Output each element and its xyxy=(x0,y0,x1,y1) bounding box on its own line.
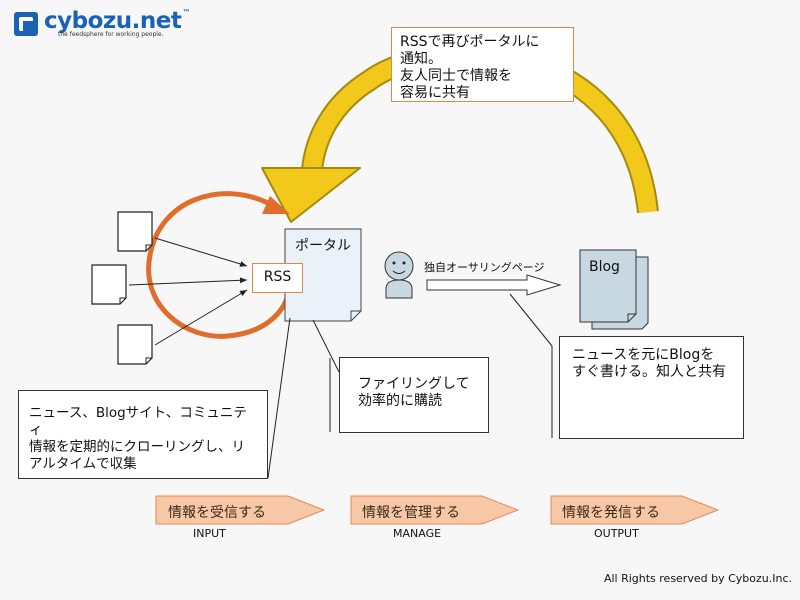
person-icon xyxy=(384,251,414,299)
callout-blog-write: ニュースを元にBlogを すぐ書ける。知人と共有 xyxy=(559,336,744,439)
own-page-label: 独自オーサリングページ xyxy=(424,261,545,274)
callout-line: ファイリングして xyxy=(358,376,470,392)
logo-tagline: the feedsphere for working people. xyxy=(58,31,164,38)
logo-wordmark: cybozu.net™ xyxy=(44,8,190,34)
callout-collect: ニュース、Blogサイト、コミュニティ 情報を定期的にクローリングし、リ アルタ… xyxy=(18,390,268,479)
source-document-2 xyxy=(91,264,127,305)
orange-cycle-arrow xyxy=(146,191,293,339)
callout-line: アルタイムで収集 xyxy=(29,456,137,472)
callout-line: 情報を定期的にクローリングし、リ xyxy=(29,439,245,455)
stage-sub-output: OUTPUT xyxy=(594,527,639,540)
callout-line: RSSで再びポータルに xyxy=(400,34,540,50)
callout-line: 効率的に購読 xyxy=(358,393,442,409)
rss-node: RSS xyxy=(252,263,303,293)
callout-line: すぐ書ける。知人と共有 xyxy=(572,364,726,380)
callout-line: ニュース、Blogサイト、コミュニティ xyxy=(29,405,247,438)
callout-filing: ファイリングして 効率的に購読 xyxy=(339,357,489,433)
callout-line: 通知。 xyxy=(400,51,442,67)
logo-trademark: ™ xyxy=(182,8,190,17)
source-document-1 xyxy=(117,211,153,252)
stage-arrow-input xyxy=(155,495,326,525)
stage-arrow-manage xyxy=(350,495,520,525)
stage-label-manage: 情報を管理する xyxy=(362,505,460,521)
stage-sub-input: INPUT xyxy=(193,527,226,540)
stage-label-input: 情報を受信する xyxy=(168,505,266,521)
logo-mark xyxy=(14,12,38,36)
portal-document xyxy=(284,228,362,322)
source-document-3 xyxy=(117,324,153,365)
source-arrows xyxy=(128,237,248,346)
publish-arrow xyxy=(426,274,562,296)
stage-arrow-output xyxy=(550,495,720,525)
callout-connectors xyxy=(267,293,553,479)
callout-rss-notify: RSSで再びポータルに 通知。 友人同士で情報を 容易に共有 xyxy=(391,27,574,102)
callout-line: 友人同士で情報を xyxy=(400,68,512,84)
blog-document xyxy=(579,249,649,330)
portal-label: ポータル xyxy=(295,238,351,254)
callout-line: 容易に共有 xyxy=(400,85,470,101)
stage-sub-manage: MANAGE xyxy=(393,527,442,540)
logo-name: cybozu.net xyxy=(44,8,182,34)
copyright-notice: All Rights reserved by Cybozu.Inc. xyxy=(603,572,792,585)
stage-label-output: 情報を発信する xyxy=(562,505,660,521)
blog-label: Blog xyxy=(589,259,620,275)
callout-line: ニュースを元にBlogを xyxy=(572,347,715,363)
